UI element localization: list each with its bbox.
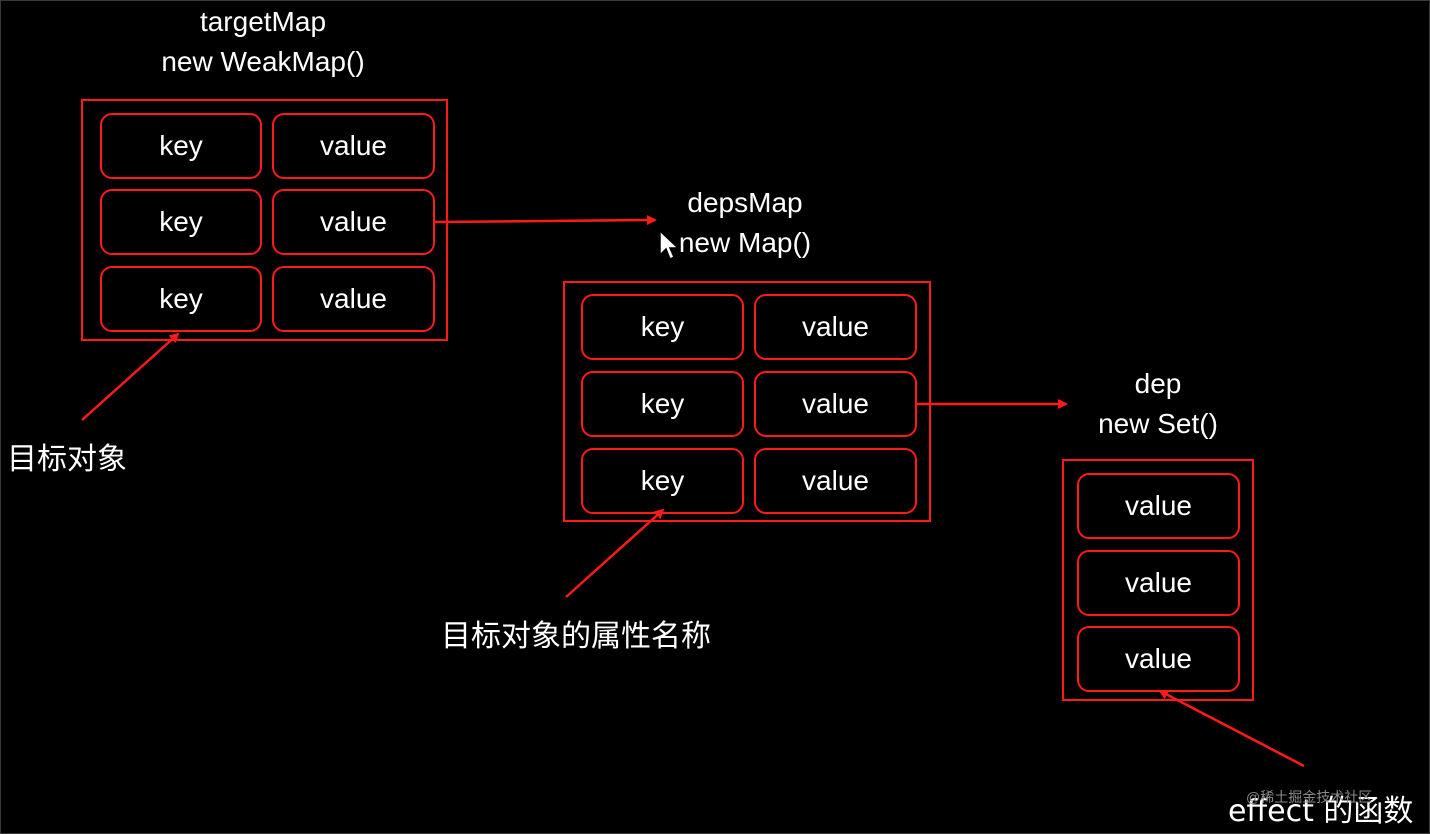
property-name-label: 目标对象的属性名称 [441,619,711,654]
dep-ctor: new Set() [1098,408,1218,439]
depsmap-key-cell: key [581,371,744,437]
targetmap-value-cell: value [272,113,435,179]
targetmap-ctor: new WeakMap() [161,46,365,77]
watermark: @稀土掘金技术社区 [1246,789,1373,805]
effect-function-pointer-arrow [1158,689,1305,768]
dep-box: value value value [1062,459,1254,701]
targetmap-key-cell: key [100,266,262,332]
mouse-pointer-icon [659,230,680,261]
targetmap-to-depsmap-arrow [433,215,657,226]
dep-name: dep [1134,368,1182,399]
targetmap-key-cell: key [100,113,262,179]
depsmap-name: depsMap [687,187,803,218]
dep-title: dep new Set() [1058,364,1258,444]
targetmap-box: key value key value key value [81,99,448,341]
property-name-pointer-arrow [565,508,665,598]
targetmap-value-cell: value [272,189,435,255]
targetmap-title: targetMap new WeakMap() [128,2,398,82]
target-object-label: 目标对象 [7,442,127,477]
depsmap-key-cell: key [581,294,744,360]
dep-value-cell: value [1077,473,1240,539]
effect-function-label: effect 的函数 [1228,794,1414,829]
depsmap-ctor: new Map() [678,227,812,258]
depsmap-value-cell: value [754,448,917,514]
depsmap-title: depsMap new Map() [640,183,850,263]
dep-value-cell: value [1077,550,1240,616]
target-object-pointer-arrow [81,332,180,421]
targetmap-value-cell: value [272,266,435,332]
targetmap-name: targetMap [199,6,327,37]
targetmap-key-cell: key [100,189,262,255]
depsmap-value-cell: value [754,294,917,360]
